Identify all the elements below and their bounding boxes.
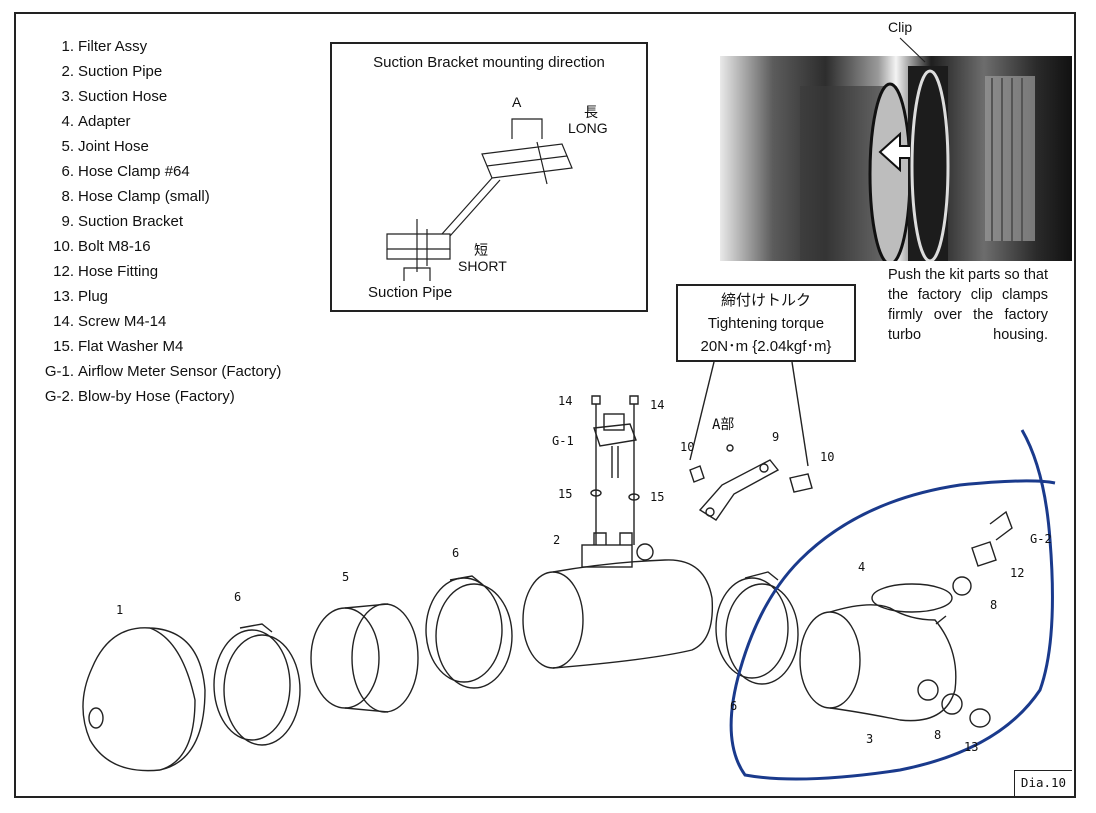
parts-list-item: G-2.Blow-by Hose (Factory) xyxy=(34,384,281,409)
callout-14-left: 14 xyxy=(558,394,573,408)
airflow-meter-sensor xyxy=(590,395,640,545)
parts-list-item: 4.Adapter xyxy=(34,109,281,134)
clip-label: Clip xyxy=(888,19,913,35)
parts-list-number: 9. xyxy=(61,213,74,230)
callout-6-left: 6 xyxy=(234,590,242,604)
callout-12: 12 xyxy=(1010,566,1025,580)
callout-3: 3 xyxy=(866,732,874,746)
parts-list-number: 5. xyxy=(61,138,74,155)
parts-list-number: 4. xyxy=(61,113,74,130)
hose-clamp-right xyxy=(715,571,799,685)
torque-en: Tightening torque xyxy=(707,315,825,332)
inset-title: Suction Bracket mounting direction xyxy=(373,54,605,71)
parts-list-number: 13. xyxy=(53,288,74,305)
label-short: SHORT xyxy=(458,258,507,274)
parts-list-item: 15.Flat Washer M4 xyxy=(34,334,281,359)
torque-value: 20N･m {2.04kgf･m} xyxy=(700,338,832,355)
parts-list-item: 6.Hose Clamp #64 xyxy=(34,159,281,184)
parts-list-number: 6. xyxy=(61,163,74,180)
label-short-jp: 短 xyxy=(474,242,488,258)
callout-g2: G-2 xyxy=(1030,532,1052,546)
callout-a-part: A部 xyxy=(712,417,735,433)
parts-list-name: Suction Hose xyxy=(78,88,168,105)
diagram-number: Dia.10 xyxy=(1014,770,1072,796)
callout-10-left: 10 xyxy=(680,440,695,454)
parts-list-number: 12. xyxy=(53,263,74,280)
callout-8-upper: 8 xyxy=(990,598,998,612)
callout-15-left: 15 xyxy=(558,487,573,501)
bracket-direction-inset: Suction Bracket mounting direction A 長 L… xyxy=(330,42,648,312)
parts-list-name: Suction Bracket xyxy=(78,213,184,230)
suction-bracket xyxy=(689,444,813,521)
parts-list-item: 1.Filter Assy xyxy=(34,34,281,59)
callout-2: 2 xyxy=(553,533,561,547)
parts-list-name: Bolt M8-16 xyxy=(78,238,151,255)
clip-photo xyxy=(720,56,1072,261)
highlight-annotation xyxy=(729,429,1056,781)
parts-list-name: Filter Assy xyxy=(78,38,148,55)
parts-list-name: Hose Clamp (small) xyxy=(78,188,210,205)
parts-list-item: 14.Screw M4-14 xyxy=(34,309,281,334)
callout-g1: G-1 xyxy=(552,434,574,448)
parts-list-item: 3.Suction Hose xyxy=(34,84,281,109)
callout-8-lower: 8 xyxy=(934,728,942,742)
parts-list-item: 10.Bolt M8-16 xyxy=(34,234,281,259)
parts-list-name: Adapter xyxy=(78,113,131,130)
callout-14-right: 14 xyxy=(650,398,665,412)
parts-list-name: Hose Clamp #64 xyxy=(78,163,190,180)
parts-list-number: 8. xyxy=(61,188,74,205)
photo-detail xyxy=(800,56,1035,261)
parts-list-item: 8.Hose Clamp (small) xyxy=(34,184,281,209)
torque-box: 締付けトルク Tightening torque 20N･m {2.04kgf･… xyxy=(676,284,856,362)
torque-jp: 締付けトルク xyxy=(720,292,811,309)
callout-15-right: 15 xyxy=(650,490,665,504)
callout-13: 13 xyxy=(964,740,979,754)
hose-clamp-middle xyxy=(425,575,513,689)
parts-list-number: 2. xyxy=(61,63,74,80)
callout-4: 4 xyxy=(858,560,866,574)
parts-list-item: 5.Joint Hose xyxy=(34,134,281,159)
callout-6-middle: 6 xyxy=(452,546,460,560)
filter-assy xyxy=(82,627,206,772)
parts-list-name: Hose Fitting xyxy=(78,263,159,280)
parts-list-number: 14. xyxy=(53,313,74,330)
callout-1: 1 xyxy=(116,603,124,617)
suction-pipe xyxy=(522,532,714,669)
label-long-jp: 長 xyxy=(584,104,598,120)
hose-clamp-left xyxy=(213,623,301,746)
parts-list-name: Screw M4-14 xyxy=(78,313,167,330)
parts-list-item: 2.Suction Pipe xyxy=(34,59,281,84)
parts-list-name: Airflow Meter Sensor (Factory) xyxy=(78,363,282,380)
callout-5: 5 xyxy=(342,570,350,584)
parts-list-item: 9.Suction Bracket xyxy=(34,209,281,234)
parts-list-number: G-1. xyxy=(44,363,74,380)
parts-list-number: 15. xyxy=(53,338,74,355)
label-suction-pipe: Suction Pipe xyxy=(368,284,453,301)
callout-10-right: 10 xyxy=(820,450,835,464)
parts-list-item: 13.Plug xyxy=(34,284,281,309)
callout-9: 9 xyxy=(772,430,780,444)
label-a: A xyxy=(512,94,522,110)
suction-hose xyxy=(799,583,957,722)
parts-list-name: Joint Hose xyxy=(78,138,149,155)
joint-hose xyxy=(310,603,419,713)
parts-list-name: Suction Pipe xyxy=(78,63,163,80)
callout-6-right: 6 xyxy=(730,699,738,713)
parts-list-number: 10. xyxy=(53,238,74,255)
clip-note: Push the kit parts so that the factory c… xyxy=(888,267,1048,343)
parts-list-number: 1. xyxy=(61,38,74,55)
diagram-frame xyxy=(14,12,1076,798)
small-parts xyxy=(941,510,1013,728)
parts-list-name: Plug xyxy=(78,288,109,305)
parts-list-number: 3. xyxy=(61,88,74,105)
parts-list-item: G-1.Airflow Meter Sensor (Factory) xyxy=(34,359,282,384)
parts-list-item: 12.Hose Fitting xyxy=(34,259,281,284)
label-long: LONG xyxy=(568,120,608,136)
bracket-drawing xyxy=(386,118,573,281)
parts-list-name: Flat Washer M4 xyxy=(78,338,184,355)
parts-list-name: Blow-by Hose (Factory) xyxy=(78,388,235,405)
parts-list-number: G-2. xyxy=(44,388,74,405)
